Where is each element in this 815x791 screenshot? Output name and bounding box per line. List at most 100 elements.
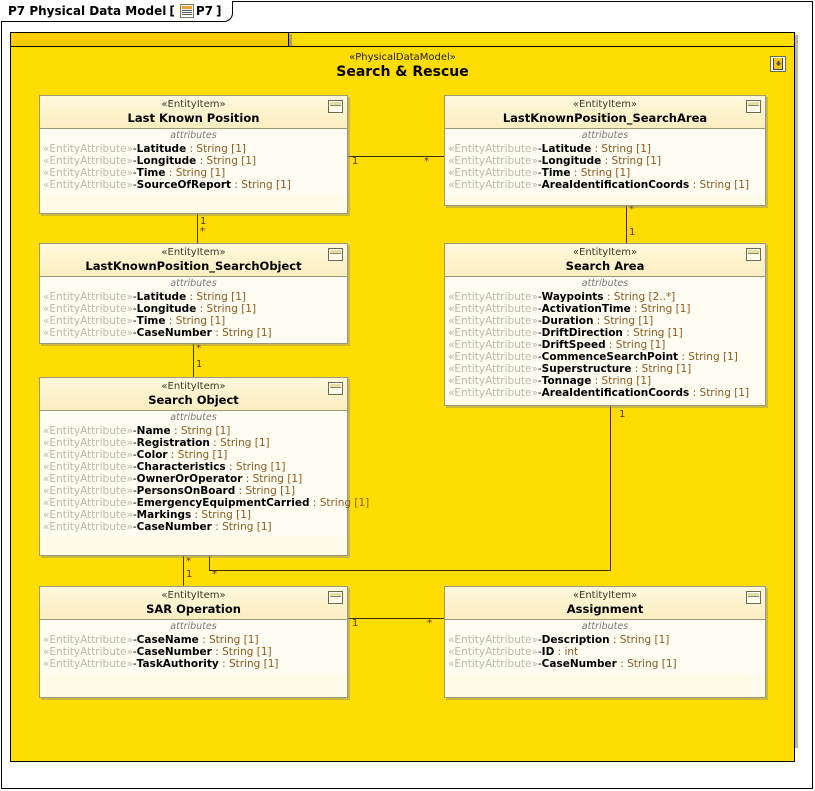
diagram-frame-title: P7 Physical Data Model (8, 4, 167, 18)
entity-name: Search Area (565, 259, 645, 273)
attribute-type: : String (631, 363, 674, 375)
attribute-type: : String (622, 327, 665, 339)
attribute-stereotype: «EntityAttribute» (43, 437, 133, 449)
anchor-icon[interactable] (770, 56, 786, 72)
attribute-stereotype: «EntityAttribute» (448, 315, 538, 327)
attributes-label: attributes (170, 621, 217, 632)
entity-attribute-row: «EntityAttribute»-DriftSpeed : String [1… (445, 339, 765, 351)
attribute-name: Time (136, 315, 166, 327)
entity-name: Assignment (566, 602, 644, 616)
attribute-type: : String (689, 387, 731, 399)
multiplicity-label: 1 (352, 156, 359, 167)
attribute-list: «EntityAttribute»-CaseName : String [1]«… (40, 634, 347, 670)
attribute-stereotype: «EntityAttribute» (43, 155, 133, 167)
attribute-multiplicity: [1] (730, 179, 750, 191)
attribute-type: : String (186, 143, 228, 155)
attribute-stereotype: «EntityAttribute» (43, 303, 133, 315)
multiplicity-label: * (427, 618, 432, 629)
multiplicity-label: * (196, 343, 201, 354)
entity-attribute-row: «EntityAttribute»-ActivationTime : Strin… (445, 303, 765, 315)
multiplicity-label: 1 (629, 227, 636, 238)
connector-search-object-to-assignment-run (209, 570, 611, 571)
entity-header: «EntityItem» SAR Operation (40, 587, 347, 620)
package-title: Search & Rescue (336, 64, 469, 80)
attribute-stereotype: «EntityAttribute» (448, 351, 538, 363)
entity-lastknownposition-searchobject[interactable]: «EntityItem» LastKnownPosition_SearchObj… (39, 243, 348, 344)
entity-attributes: attributes «EntityAttribute»-Latitude : … (445, 129, 765, 195)
attribute-stereotype: «EntityAttribute» (448, 291, 538, 303)
entity-name: LastKnownPosition_SearchObject (85, 259, 302, 273)
attribute-name: Longitude (136, 303, 197, 315)
attribute-list: «EntityAttribute»-Description : String [… (445, 634, 765, 670)
attribute-type: : String (211, 521, 254, 533)
connector-lkp-to-lkp-searchobject (197, 214, 198, 243)
attribute-stereotype: «EntityAttribute» (43, 634, 133, 646)
entity-attribute-row: «EntityAttribute»-Markings : String [1] (40, 509, 347, 521)
entity-last-known-position[interactable]: «EntityItem» Last Known Position attribu… (39, 95, 348, 214)
entity-item-icon (746, 591, 761, 604)
entity-header: «EntityItem» Assignment (445, 587, 765, 620)
entity-sar-operation[interactable]: «EntityItem» SAR Operation attributes «E… (39, 586, 348, 698)
attribute-multiplicity: [1] (267, 461, 286, 473)
attribute-visibility: - (537, 315, 542, 327)
attribute-stereotype: «EntityAttribute» (43, 658, 133, 670)
entity-attributes: attributes «EntityAttribute»-Latitude : … (40, 277, 347, 343)
attribute-type: : String (225, 461, 268, 473)
attribute-visibility: - (132, 646, 137, 658)
entity-attribute-row: «EntityAttribute»-Tonnage : String [1] (445, 375, 765, 387)
attribute-visibility: - (132, 473, 137, 485)
attribute-stereotype: «EntityAttribute» (448, 143, 538, 155)
attribute-multiplicity: [1] (730, 387, 750, 399)
attribute-multiplicity: [1] (251, 437, 270, 449)
entity-attribute-row: «EntityAttribute»-Registration : String … (40, 437, 347, 449)
diagram-frame-tab[interactable]: P7 Physical Data Model [ P7 ] (1, 1, 234, 22)
entity-attribute-row: «EntityAttribute»-ID : int (445, 646, 765, 658)
entity-attribute-row: «EntityAttribute»-Latitude : String [1] (445, 143, 765, 155)
entity-name: LastKnownPosition_SearchArea (502, 111, 708, 125)
entity-attribute-row: «EntityAttribute»-CaseNumber : String [1… (40, 646, 347, 658)
attribute-multiplicity: [1] (612, 167, 631, 179)
attribute-stereotype: «EntityAttribute» (43, 497, 133, 509)
attribute-stereotype: «EntityAttribute» (43, 291, 133, 303)
attribute-type: : String (242, 473, 284, 485)
attribute-stereotype: «EntityAttribute» (43, 143, 133, 155)
attribute-type: : String (591, 375, 633, 387)
entity-search-area[interactable]: «EntityItem» Search Area attributes «Ent… (444, 243, 766, 406)
attribute-visibility: - (537, 363, 542, 375)
entity-stereotype: «EntityItem» (572, 99, 638, 110)
attribute-type: : String (165, 315, 208, 327)
attribute-stereotype: «EntityAttribute» (43, 485, 133, 497)
attribute-stereotype: «EntityAttribute» (43, 461, 133, 473)
bracket-open: [ (169, 4, 175, 18)
entity-assignment[interactable]: «EntityItem» Assignment attributes «Enti… (444, 586, 766, 698)
multiplicity-label: * (424, 156, 429, 167)
attribute-name: Tonnage (541, 375, 592, 387)
attribute-stereotype: «EntityAttribute» (448, 167, 538, 179)
entity-attributes: attributes «EntityAttribute»-Description… (445, 620, 765, 674)
attribute-visibility: - (537, 646, 542, 658)
attribute-visibility: - (132, 291, 137, 303)
attribute-name: Color (136, 449, 168, 461)
package-stereotype: «PhysicalDataModel» (349, 52, 456, 63)
attribute-name: Registration (136, 437, 210, 449)
attribute-type: : String (603, 291, 646, 303)
attribute-name: Superstructure (541, 363, 632, 375)
attribute-multiplicity: [1] (209, 449, 228, 461)
attribute-visibility: - (132, 425, 137, 437)
attribute-visibility: - (132, 303, 137, 315)
attribute-type: : String (605, 339, 648, 351)
attribute-name: CaseNumber (136, 327, 212, 339)
attribute-multiplicity: [1] (647, 339, 666, 351)
attribute-multiplicity: [1] (253, 646, 272, 658)
attribute-visibility: - (537, 155, 542, 167)
attribute-name: CaseNumber (136, 646, 212, 658)
attribute-stereotype: «EntityAttribute» (43, 167, 133, 179)
connector-lkp-searcharea-to-search-area (626, 202, 627, 244)
attribute-stereotype: «EntityAttribute» (448, 363, 538, 375)
connector-search-object-to-assignment-stub (209, 556, 210, 571)
entity-search-object[interactable]: «EntityItem» Search Object attributes «E… (39, 377, 369, 556)
entity-item-icon (328, 591, 343, 604)
entity-lastknownposition-searcharea[interactable]: «EntityItem» LastKnownPosition_SearchAre… (444, 95, 766, 206)
attribute-type: : int (554, 646, 579, 658)
